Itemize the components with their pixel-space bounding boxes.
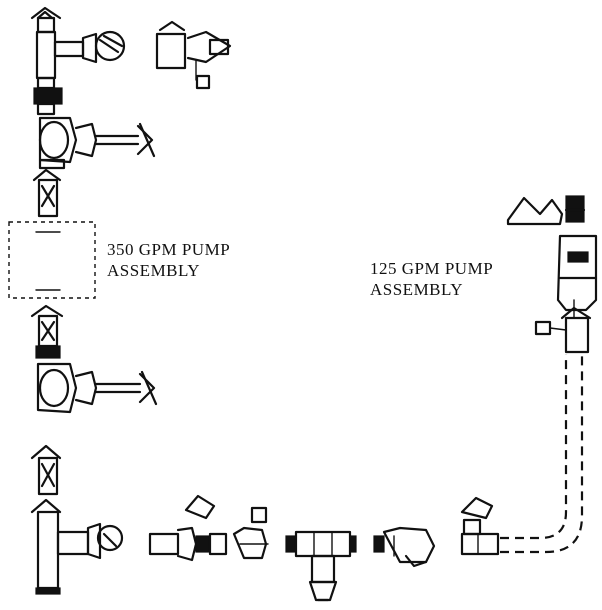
top-coupling-cap [30,6,62,34]
pump-125-label-line2: ASSEMBLY [370,280,463,299]
top-gate-valve [38,116,156,170]
pump-350-label: 350 GPM PUMP ASSEMBLY [107,239,230,281]
pump-125-label: 125 GPM PUMP ASSEMBLY [370,258,493,300]
pump-350-label-line1: 350 GPM PUMP [107,240,231,259]
top-detached-coupling [155,20,232,90]
top-pipe-nipple [33,76,63,116]
pump-125-body [556,234,598,319]
lower-mid-coupling [30,304,64,359]
pump-350-placeholder-box [8,221,96,299]
coupling-group-2 [232,506,269,560]
upper-mid-coupling [32,168,62,218]
coupling-group-4 [460,496,500,556]
coupling-group-3 [373,526,436,568]
pump-350-label-line2: ASSEMBLY [107,261,200,280]
bottom-cap-coupling [30,444,62,496]
pump-125-label-line1: 125 GPM PUMP [370,259,494,278]
bottom-gate-valve [36,362,158,414]
dashed-hose-line [500,354,584,554]
top-tee-fitting [35,30,126,80]
pump-tee-with-strainer [285,530,357,602]
pump-125-inlet-coupling [534,306,592,354]
coupling-group-1 [148,494,228,562]
bottom-tee-coupling [30,498,124,595]
pump-125-top-fitting [506,195,586,226]
